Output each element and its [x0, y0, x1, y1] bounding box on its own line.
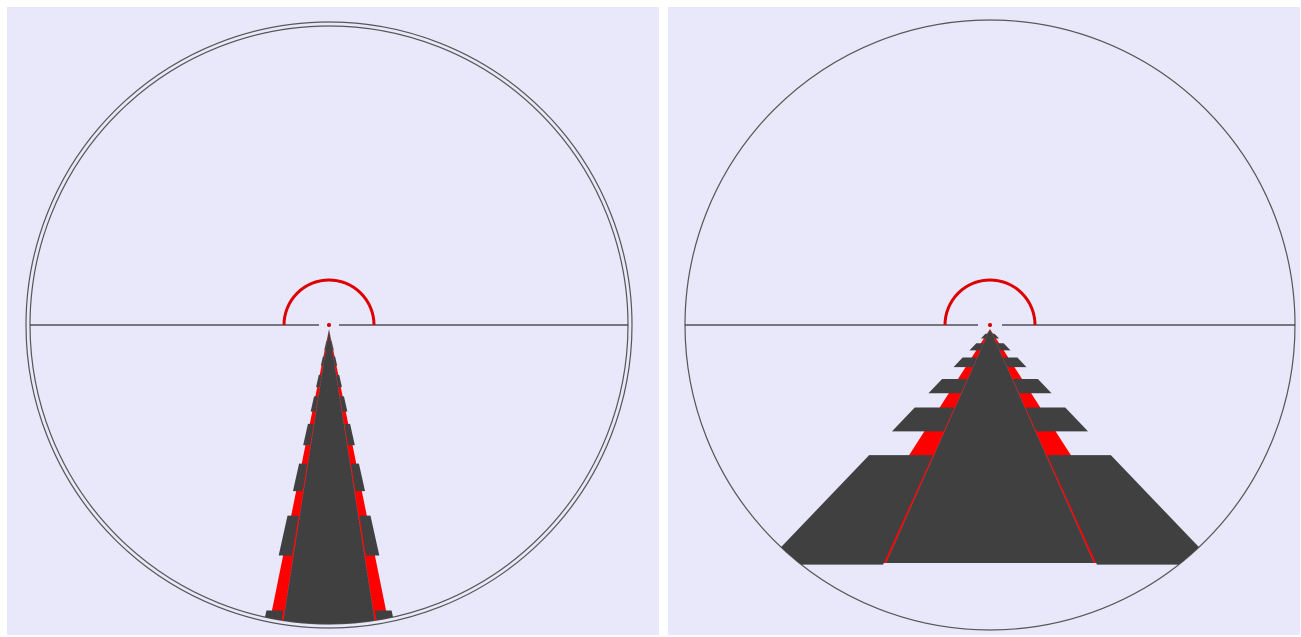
- vanishing-point: [327, 323, 331, 327]
- right-road-view-panel: [668, 7, 1300, 635]
- right-road-view: [668, 7, 1300, 635]
- vanishing-point: [988, 323, 992, 327]
- left-road-view-panel: [7, 7, 659, 635]
- left-road-view: [7, 7, 659, 635]
